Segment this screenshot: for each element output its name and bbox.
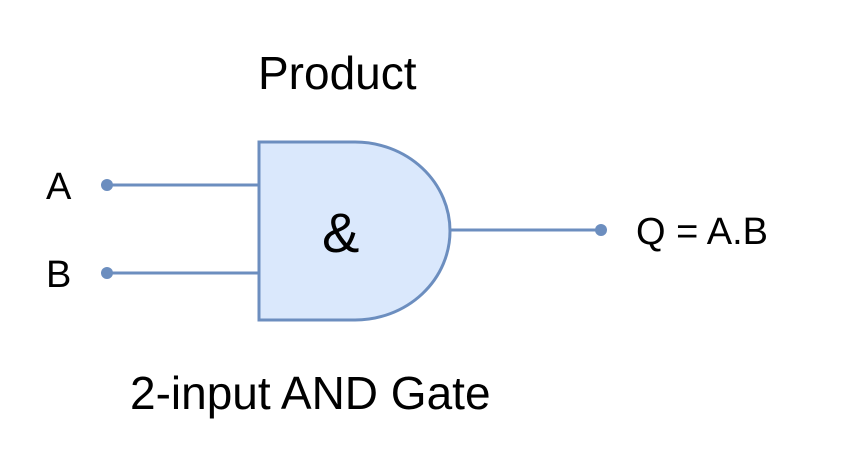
- input-b-label: B: [46, 254, 72, 296]
- gate-symbol: &: [322, 201, 360, 264]
- title: Product: [258, 47, 417, 99]
- and-gate-body: [257, 140, 452, 322]
- input-a-label: A: [46, 166, 72, 208]
- input-b-terminal: [101, 267, 113, 279]
- output-terminal: [595, 224, 607, 236]
- output-label: Q = A.B: [636, 211, 769, 253]
- caption: 2-input AND Gate: [130, 367, 491, 419]
- input-a-terminal: [101, 179, 113, 191]
